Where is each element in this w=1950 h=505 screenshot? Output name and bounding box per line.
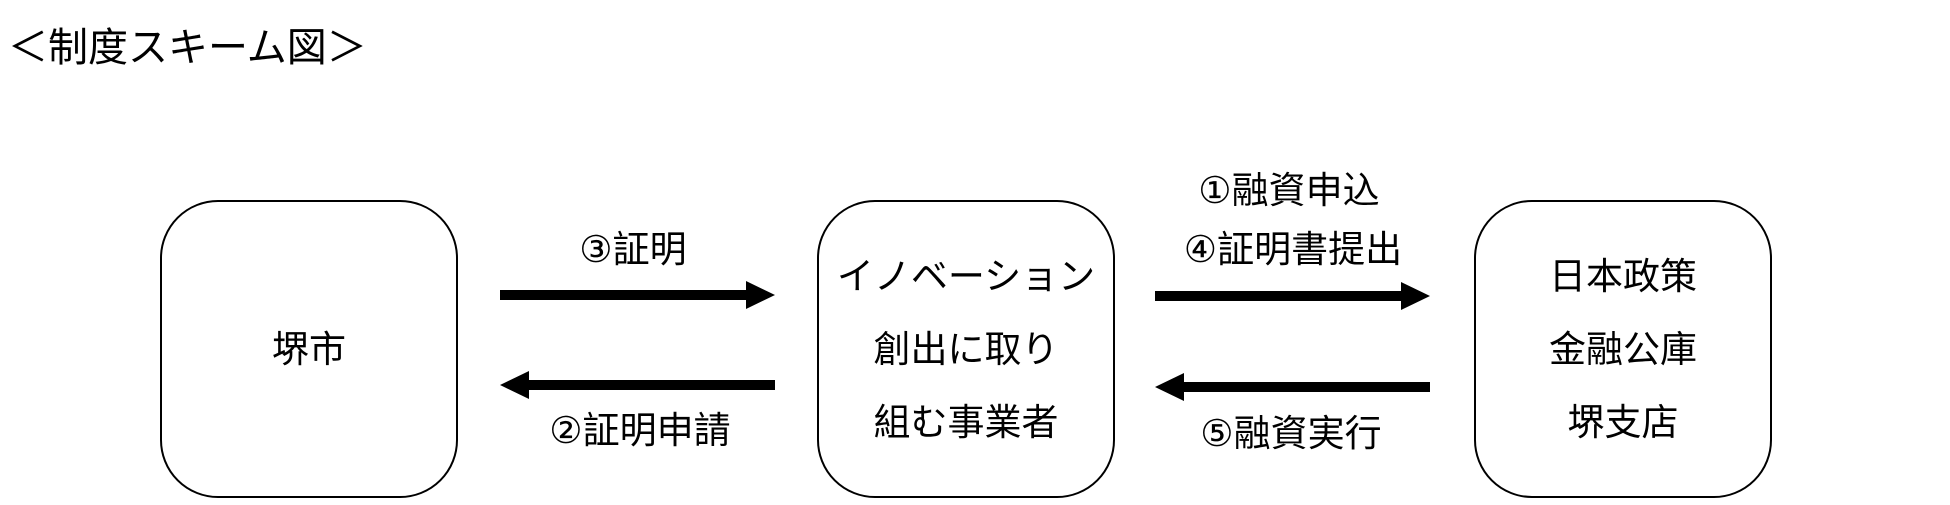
node-business-line-2: 創出に取り bbox=[873, 327, 1059, 371]
node-business-line-3: 組む事業者 bbox=[873, 400, 1059, 444]
node-jfc-line-2: 金融公庫 bbox=[1549, 327, 1697, 371]
node-innovation-business: イノベーション 創出に取り 組む事業者 bbox=[817, 200, 1115, 498]
arrow-city-to-business bbox=[500, 281, 775, 309]
node-sakai-city: 堺市 bbox=[160, 200, 458, 498]
flow-label-submit-certificate: ④証明書提出 bbox=[1183, 228, 1403, 271]
node-jfc-sakai-branch: 日本政策 金融公庫 堺支店 bbox=[1474, 200, 1772, 498]
node-sakai-city-label: 堺市 bbox=[272, 327, 346, 371]
node-business-line-1: イノベーション bbox=[836, 254, 1096, 298]
arrow-business-to-jfc bbox=[1155, 282, 1430, 310]
diagram-title: ＜制度スキーム図＞ bbox=[8, 25, 367, 71]
arrow-business-to-city bbox=[500, 371, 775, 399]
node-jfc-line-3: 堺支店 bbox=[1567, 400, 1679, 444]
node-jfc-line-1: 日本政策 bbox=[1549, 254, 1697, 298]
flow-label-loan-execution: ⑤融資実行 bbox=[1200, 412, 1382, 455]
flow-label-loan-application: ①融資申込 bbox=[1198, 169, 1380, 212]
flow-label-apply-certificate: ②証明申請 bbox=[549, 409, 731, 452]
arrow-jfc-to-business bbox=[1155, 373, 1430, 401]
flow-label-certify: ③証明 bbox=[579, 228, 687, 271]
